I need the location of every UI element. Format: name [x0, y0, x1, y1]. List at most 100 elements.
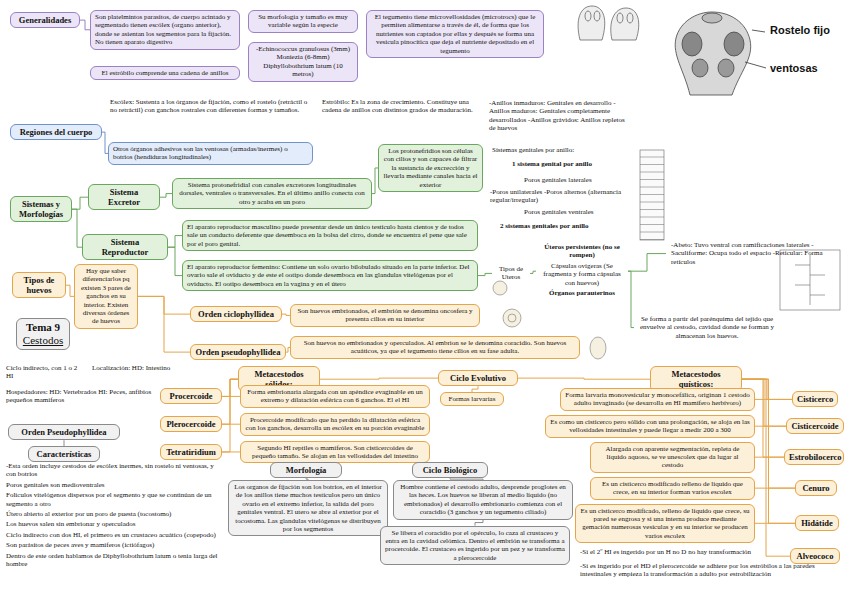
connector-line	[138, 296, 190, 352]
heading-box: Orden pseudophyllidea	[190, 344, 286, 360]
heading-box: Regiones del cuerpo	[10, 124, 102, 140]
node-text: Los organos de fijación son los botrios,…	[233, 483, 383, 533]
note-text: 2 sistemas genitales por anillo	[500, 222, 640, 230]
node-text: Ciclo Evolutivo	[443, 373, 513, 383]
connector-line	[66, 285, 74, 296]
node-text: Formas larvarias	[445, 395, 499, 403]
node-text: Orden Pseudophyllidea	[13, 427, 115, 437]
node-text: Son huevos no embrionados y operculados.…	[295, 339, 575, 356]
heading-box: Orden Pseudophyllidea	[8, 424, 120, 440]
strobila-segments	[640, 157, 664, 240]
concept-box: Segundo HI reptiles o mamíferos. Son cis…	[240, 441, 430, 464]
list-item: Dentro de este orden hablamos de Diphyll…	[6, 552, 220, 569]
node-text: Cápsulas ovígeras (Se fragmenta y forma …	[541, 262, 623, 287]
note-text: Hospedadores: HD: Vertebrados HI: Peces,…	[6, 388, 156, 405]
list-item: Folículos vitelógenos dispersos por el s…	[6, 491, 220, 508]
concept-box: Es un cisticerco modificado, relleno de …	[575, 504, 755, 544]
connector-line	[222, 396, 240, 397]
node-text: Cestodos	[21, 334, 65, 347]
node-text: Forma embrionaria alargada con un apéndi…	[245, 388, 425, 405]
node-text: Otros órganos adhesivos son las ventosas…	[113, 145, 308, 162]
node-text: Alveococo	[795, 551, 835, 561]
connector-line	[222, 451, 240, 452]
concept-box: El aparato reproductor masculino puede p…	[182, 220, 478, 251]
node-text: El estróbilo comprende una cadena de ani…	[95, 69, 235, 77]
node-text: Procercoide modificado que ha perdido la…	[245, 416, 425, 433]
note-text: Poros genitales laterales	[524, 176, 634, 184]
note-text: -Si es ingerido por el HD el plerocercoi…	[580, 562, 842, 579]
concept-box: Es como un cisticerco pero sólido con un…	[545, 415, 755, 438]
concept-box: Tipos de Uteros	[492, 262, 530, 285]
node-text: Tema 9	[21, 321, 65, 334]
connector-line	[222, 424, 240, 425]
heading-box: Cenuro	[795, 480, 837, 496]
connector-line	[222, 379, 238, 452]
list-item: Poros genitales son medioventrales	[6, 481, 220, 489]
connector-line	[72, 197, 88, 209]
node-text: Ciclo Biológico	[417, 465, 483, 475]
node-text: Sistema Reproductor	[87, 237, 163, 257]
concept-box: Son platelmintos parasitos, de cuerpo ac…	[90, 10, 240, 50]
node-text: Se libera el coracidio por el opérculo, …	[385, 529, 565, 563]
list-item: Son parásitos de peces aves y mamíferos …	[6, 541, 220, 549]
connector-line	[755, 426, 786, 427]
concept-box: El aparato reproductor femenino: Contien…	[182, 260, 478, 291]
node-text: Cenuro	[800, 483, 832, 493]
connector-line	[530, 271, 536, 273]
strobila-figure	[640, 150, 664, 240]
concept-box: Es un cisticerco modificado relleno de l…	[590, 477, 755, 500]
connector-line	[160, 194, 172, 198]
concept-box: Forma embrionaria alargada con un apéndi…	[240, 385, 430, 408]
node-text: Cisticercoide	[791, 421, 839, 431]
concept-box: -Abeto: Tuvo ventral con ramificaciones …	[666, 238, 831, 269]
heading-box: Tipos de huevos	[12, 272, 66, 298]
connector-line	[168, 247, 182, 275]
concept-box: Se libera el coracidio por el opérculo, …	[380, 526, 570, 566]
node-text: El aparato reproductor masculino puede p…	[187, 223, 473, 248]
node-text: Hombre contiene el cestodo adulto, despr…	[398, 483, 568, 517]
note-text: -Si el 2º HI es ingerido por un H no D n…	[580, 548, 842, 556]
node-text: Los protonefridios son células con cilio…	[383, 147, 478, 189]
node-text: Forma larvaria monovesicular y monocefál…	[565, 391, 750, 408]
heading-box: Morfología	[270, 462, 342, 478]
list-item: Los huevos salen sin embrionar y opercul…	[6, 520, 220, 528]
concept-box: Su morfología y tamaño es muy variable s…	[248, 10, 358, 33]
concept-box: Hay que saber diferenciarlos pq existen …	[74, 264, 138, 329]
concept-box: Formas larvarias	[440, 392, 504, 406]
title-box: Tema 9Cestodos	[16, 318, 70, 350]
concept-box: -Anillos inmaduros: Genitales en desarro…	[484, 96, 634, 136]
node-text: Es como un cisticerco pero sólido con un…	[550, 418, 750, 435]
connector-line	[755, 399, 792, 400]
list-item: Ciclo indirecto con dos HI, el primero e…	[6, 531, 220, 539]
node-text: Sistemas y Morfologías	[15, 199, 67, 219]
note-text: Sistemas genitales por anillo:	[492, 146, 632, 154]
connector-line	[72, 209, 82, 247]
node-text: Morfología	[275, 465, 337, 475]
heading-box: Cisticercoide	[786, 418, 844, 434]
node-text: Características	[33, 449, 95, 459]
connector-line	[80, 20, 90, 30]
concept-box: El tegumento tiene microvellosidades (mi…	[366, 10, 544, 58]
note-text: ventosas	[770, 62, 830, 75]
concept-box: Son huevos embrionados, el embrión se de…	[290, 304, 480, 327]
note-text: Rostelo fijo	[770, 24, 830, 37]
concept-box: Son huevos no embrionados y operculados.…	[290, 336, 580, 359]
heading-box: Sistema Reproductor	[82, 234, 168, 260]
node-text: Es un cisticerco modificado relleno de l…	[595, 480, 750, 497]
concept-box: El estróbilo comprende una cadena de ani…	[90, 66, 240, 80]
heading-box: Plerocercoide	[160, 416, 222, 432]
heading-box: Ciclo Evolutivo	[438, 370, 518, 386]
list-item: Útero abierto al exterior por un poro de…	[6, 510, 220, 518]
connector-line	[168, 236, 182, 248]
node-text: Regiones del cuerpo	[15, 127, 97, 137]
node-text: Hidátide	[800, 518, 834, 528]
node-text: Úteros persistentes (no se rompen)	[541, 243, 623, 260]
node-text: Su morfología y tamaño es muy variable s…	[253, 13, 353, 30]
connector-line	[475, 520, 483, 526]
concept-box: Úteros persistentes (no se rompen) Cápsul…	[536, 240, 628, 302]
heading-box: Hidátide	[795, 515, 839, 531]
node-text: Plerocercoide	[165, 419, 217, 429]
node-text: Metacestodos quísticos:	[655, 369, 737, 389]
small-scolex	[578, 6, 639, 40]
note-text: Ciclo indirecto, con 1 o 2 HI	[6, 364, 78, 381]
